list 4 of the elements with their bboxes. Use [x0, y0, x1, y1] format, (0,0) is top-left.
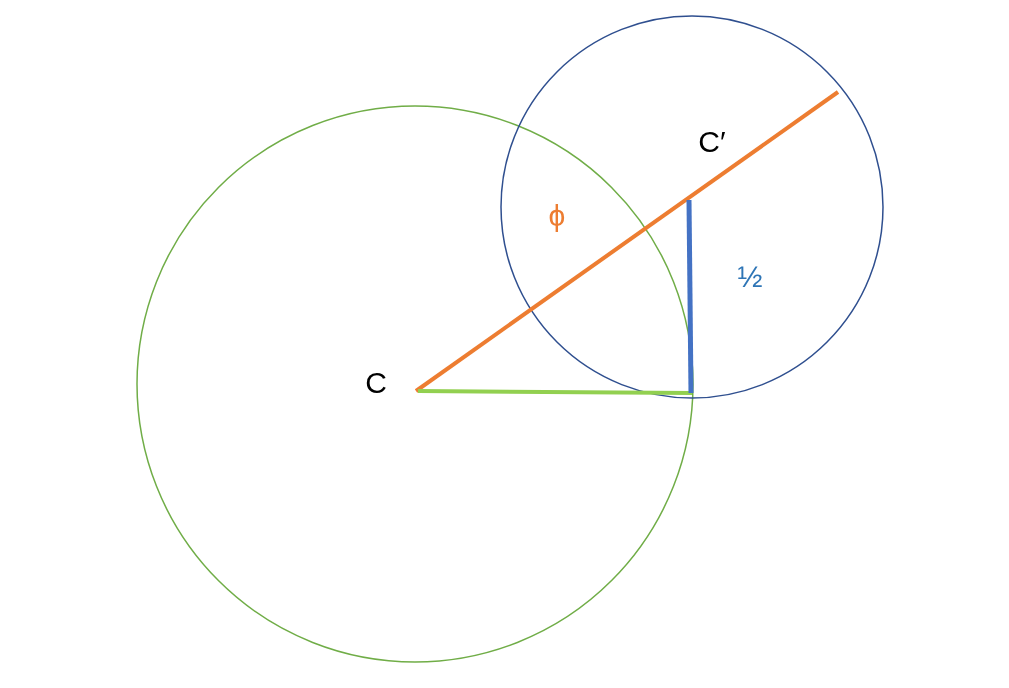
angle-label: ϕ	[548, 201, 566, 231]
point-label: C′	[698, 127, 726, 157]
point-label: C	[365, 368, 387, 398]
length-label: ½	[737, 262, 763, 292]
